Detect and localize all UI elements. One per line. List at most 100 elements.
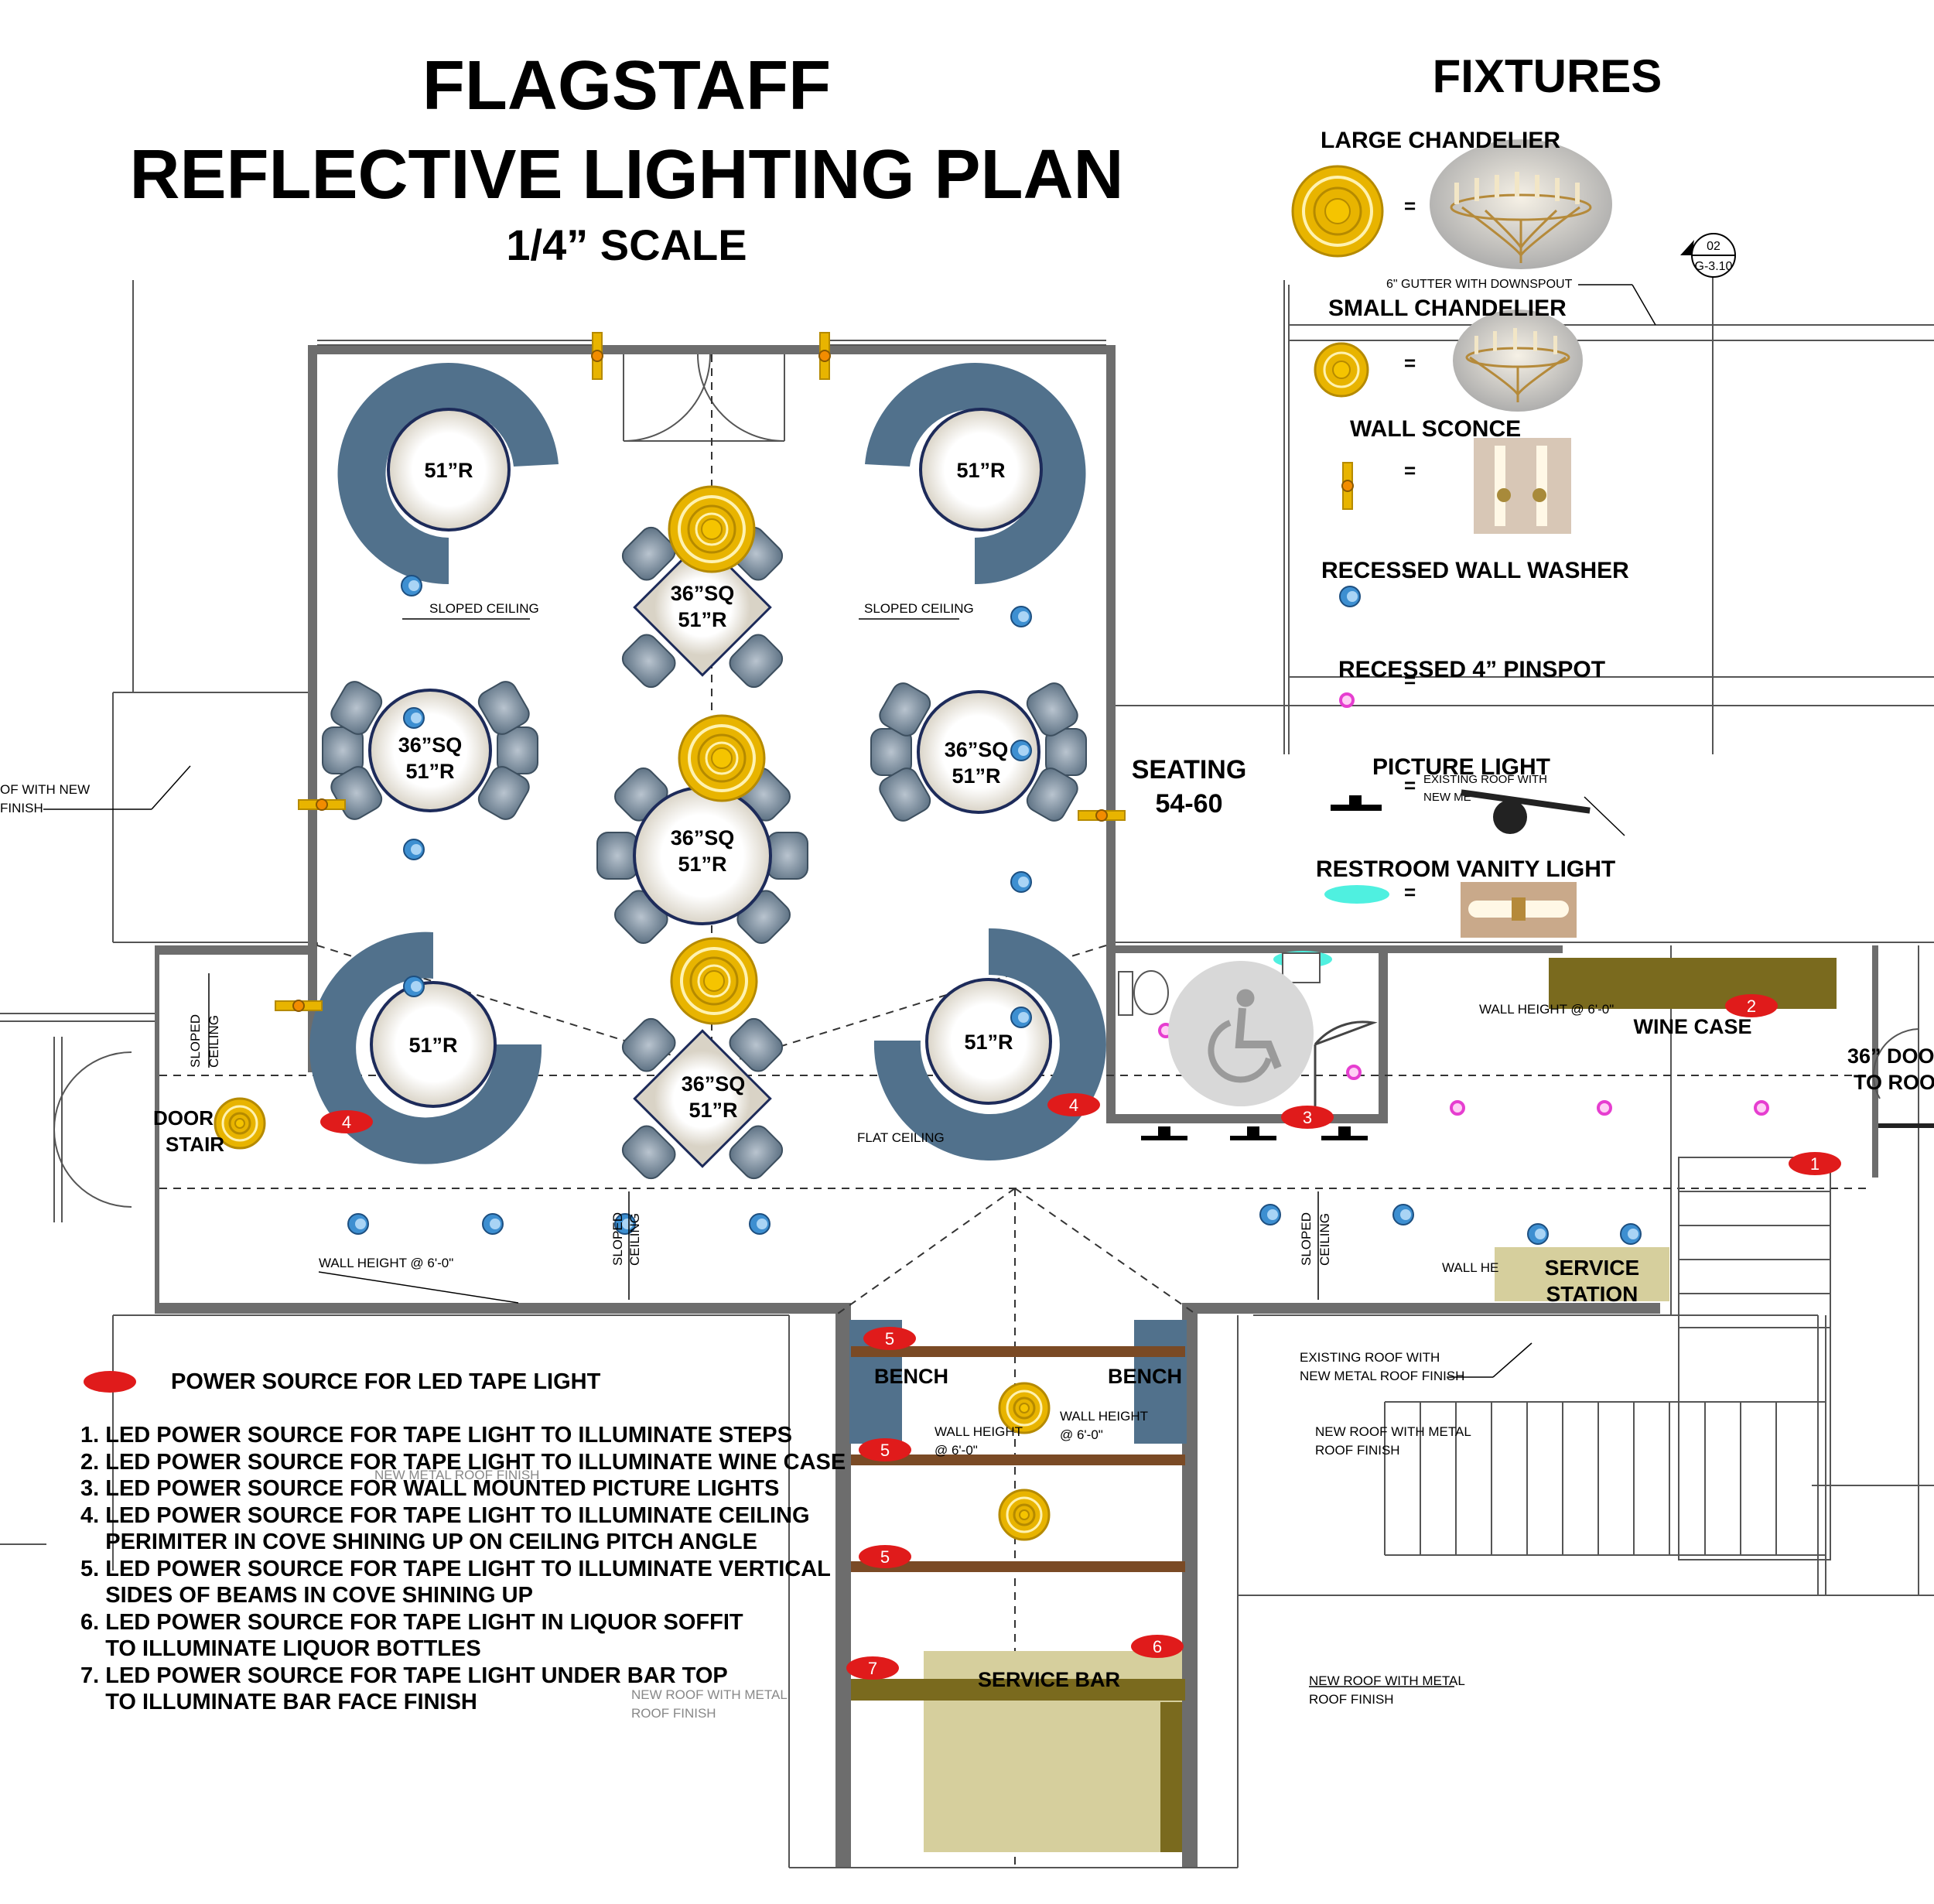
note-line: 4. LED POWER SOURCE FOR TAPE LIGHT TO IL… [80,1502,810,1528]
sink [1282,952,1321,983]
power-marker: 5 [859,1545,911,1568]
booth-top-right [865,363,1086,585]
large-chandelier-photo [1430,139,1612,269]
seating-count: 54-60 [1156,789,1223,819]
vanity-light-icon [1324,885,1389,904]
wall-sconce-icon [1078,809,1126,822]
wall-washer-icon [403,839,425,860]
power-marker: 2 [1725,994,1778,1017]
svg-text:5: 5 [880,1441,890,1460]
bar-top [1160,1702,1182,1852]
wall-washer-icon [1010,606,1032,627]
table-label-square: 51”R [952,764,1000,788]
power-marker: 5 [859,1438,911,1461]
door-roof-label: TO ROOF [1854,1071,1934,1094]
pinspot-icon [1339,692,1355,708]
entry-door [623,354,785,442]
svg-text:=: = [1404,194,1416,217]
table-label-square: 36”SQ [671,582,735,605]
wall-washer-icon [1010,1007,1032,1028]
section-marker: 02 G-3.10 [1680,233,1736,278]
svg-text:SLOPED: SLOPED [1299,1212,1314,1266]
wall-washer-icon [403,707,425,729]
wall-washer-icon [1527,1223,1549,1245]
svg-text:=: = [1404,459,1416,482]
wall-washer-icon [749,1213,771,1235]
wall-washer-icon [1010,871,1032,893]
note-line: TO ILLUMINATE BAR FACE FINISH [80,1690,477,1714]
service-station-label: STATION [1546,1282,1638,1306]
pinspot-icon [1450,1100,1465,1116]
plan-subtitle: REFLECTIVE LIGHTING PLAN [129,136,1124,214]
beam [851,1561,1185,1572]
svg-text:=: = [1404,351,1416,374]
svg-text:NEW ROOF WITH METAL: NEW ROOF WITH METAL [1309,1673,1465,1688]
table-label-round: 51”R [964,1031,1013,1054]
note-line: SIDES OF BEAMS IN COVE SHINING UP [80,1583,533,1608]
table-label-square: 51”R [689,1099,737,1122]
table-label-round: 51”R [408,1034,457,1057]
svg-text:SLOPED: SLOPED [610,1212,625,1266]
svg-text:CEILING: CEILING [207,1015,221,1068]
large-chandelier-icon [1291,165,1384,258]
svg-text:G-3.10: G-3.10 [1695,260,1733,273]
seating-label: SEATING [1132,755,1247,785]
svg-text:3: 3 [1303,1108,1312,1127]
svg-text:ROOF FINISH: ROOF FINISH [1315,1443,1400,1458]
beam [851,1346,1185,1357]
beam [851,1454,1185,1465]
table-label-square: 51”R [678,608,726,631]
legend-icons [1291,139,1612,938]
booths [309,363,1106,1164]
picture-light-photo [1461,789,1591,834]
pinspot-icon [1754,1100,1769,1116]
svg-text:=: = [1404,562,1416,585]
svg-text:SLOPED CEILING: SLOPED CEILING [429,601,539,616]
svg-text:=: = [1404,668,1416,692]
table-label-square: 36”SQ [398,733,463,757]
svg-text:1: 1 [1810,1154,1820,1174]
legend-label-large-chandelier: LARGE CHANDELIER [1321,128,1561,153]
large-chandelier-icon [678,714,766,802]
wall-sconce-photo [1474,438,1571,534]
power-marker: 5 [863,1327,916,1350]
svg-text:7: 7 [868,1659,877,1678]
plan-title: FLAGSTAFF [422,47,832,125]
wine-case [1549,958,1837,1009]
wheelchair-icon [1208,989,1282,1083]
svg-text:02: 02 [1707,240,1720,253]
bench-label: BENCH [1108,1365,1182,1388]
legend-label-wall-washer: RECESSED WALL WASHER [1321,558,1629,583]
power-marker: 4 [1047,1093,1100,1116]
table-square-top [617,522,788,692]
svg-text:ROOF FINISH: ROOF FINISH [1309,1692,1394,1707]
picture-light-icon [1331,795,1382,811]
power-marker: 1 [1789,1152,1841,1175]
svg-text:4: 4 [1069,1096,1078,1115]
stairs [1384,1028,1934,1560]
small-chandelier-icon [998,1489,1051,1541]
table-label-round: 51”R [424,459,473,482]
svg-text:WALL HEIGHT: WALL HEIGHT [1060,1409,1148,1424]
svg-text:6" GUTTER WITH DOWNSPOUT: 6" GUTTER WITH DOWNSPOUT [1386,278,1573,291]
svg-text:NEW ROOF WITH METAL: NEW ROOF WITH METAL [1315,1424,1471,1439]
outline-lines [0,267,1934,1868]
large-chandelier-icon [670,937,758,1025]
legend-label-picture-light: PICTURE LIGHT [1372,754,1550,780]
power-marker: 3 [1281,1106,1334,1129]
note-line: 3. LED POWER SOURCE FOR WALL MOUNTED PIC… [80,1476,780,1501]
wall-washer-icon [403,976,425,997]
service-bar-label: SERVICE BAR [978,1668,1120,1691]
svg-text:NEW ME: NEW ME [1423,791,1471,804]
table-label-square: 36”SQ [682,1072,746,1096]
note-line: TO ILLUMINATE LIQUOR BOTTLES [80,1636,481,1661]
wall-washer-icon [482,1213,504,1235]
vanity-light-photo [1461,882,1577,938]
svg-text:WALL HEIGHT @ 6'-0": WALL HEIGHT @ 6'-0" [319,1256,453,1270]
side-door [53,1037,132,1222]
booth-bottom-left [309,931,542,1164]
svg-text:CEILING: CEILING [627,1213,642,1266]
wall-washer-icon [347,1213,369,1235]
wall-washer-icon [1259,1204,1281,1225]
note-line: 1. LED POWER SOURCE FOR TAPE LIGHT TO IL… [80,1423,792,1448]
